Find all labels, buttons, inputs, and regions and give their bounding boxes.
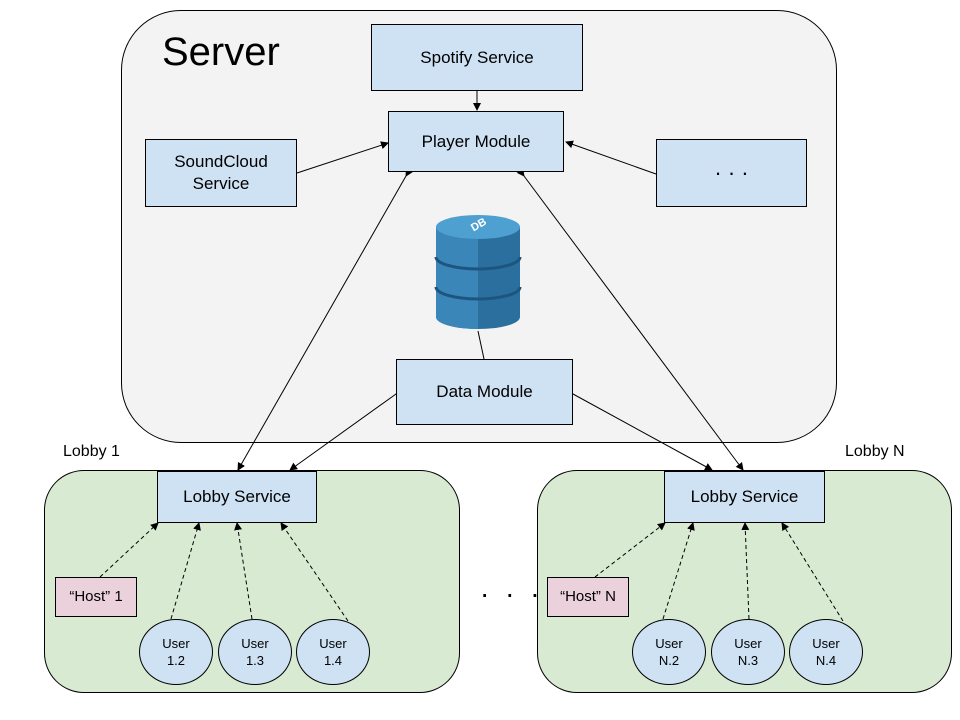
edge-user14-lobby1 xyxy=(280,522,349,622)
edge-data-lobby1 xyxy=(289,386,405,471)
more-lobbies-ellipsis: · · · xyxy=(480,578,544,609)
edge-data-lobbyn xyxy=(564,387,713,471)
user-1-4-node: User 1.4 xyxy=(296,619,370,685)
edge-host1-lobby1 xyxy=(99,522,159,578)
database-icon: DB xyxy=(434,213,522,333)
lobby-n-service-node: Lobby Service xyxy=(664,471,825,523)
edge-usern3-lobbyn xyxy=(741,522,750,620)
edge-soundcloud-player xyxy=(296,141,389,174)
lobby-1-title: Lobby 1 xyxy=(63,443,120,460)
edge-usern2-lobbyn xyxy=(662,522,695,620)
server-title: Server xyxy=(162,30,280,74)
player-module-node: Player Module xyxy=(388,111,564,172)
user-n-3-node: User N.3 xyxy=(711,619,785,685)
user-n-2-node: User N.2 xyxy=(632,619,706,685)
edge-player-lobbyn xyxy=(516,167,744,471)
spotify-service-node: Spotify Service xyxy=(371,24,583,91)
other-services-node: · · · xyxy=(656,139,807,207)
lobby-n-host-node: “Host” N xyxy=(547,577,629,617)
soundcloud-service-node: SoundCloud Service xyxy=(145,139,297,207)
edge-usern4-lobbyn xyxy=(781,522,844,622)
user-n-4-node: User N.4 xyxy=(789,619,863,685)
edge-hostn-lobbyn xyxy=(594,522,666,578)
lobby-1-service-node: Lobby Service xyxy=(157,471,317,523)
data-module-node: Data Module xyxy=(396,359,573,425)
edge-player-lobby1 xyxy=(237,167,413,471)
lobby-n-title: Lobby N xyxy=(845,443,905,460)
edge-other-player xyxy=(565,140,657,175)
edge-user12-lobby1 xyxy=(170,522,201,620)
user-1-2-node: User 1.2 xyxy=(139,619,213,685)
edge-user13-lobby1 xyxy=(234,522,253,620)
edge-db-data xyxy=(477,330,485,360)
lobby-1-host-node: “Host” 1 xyxy=(55,577,137,617)
user-1-3-node: User 1.3 xyxy=(218,619,292,685)
